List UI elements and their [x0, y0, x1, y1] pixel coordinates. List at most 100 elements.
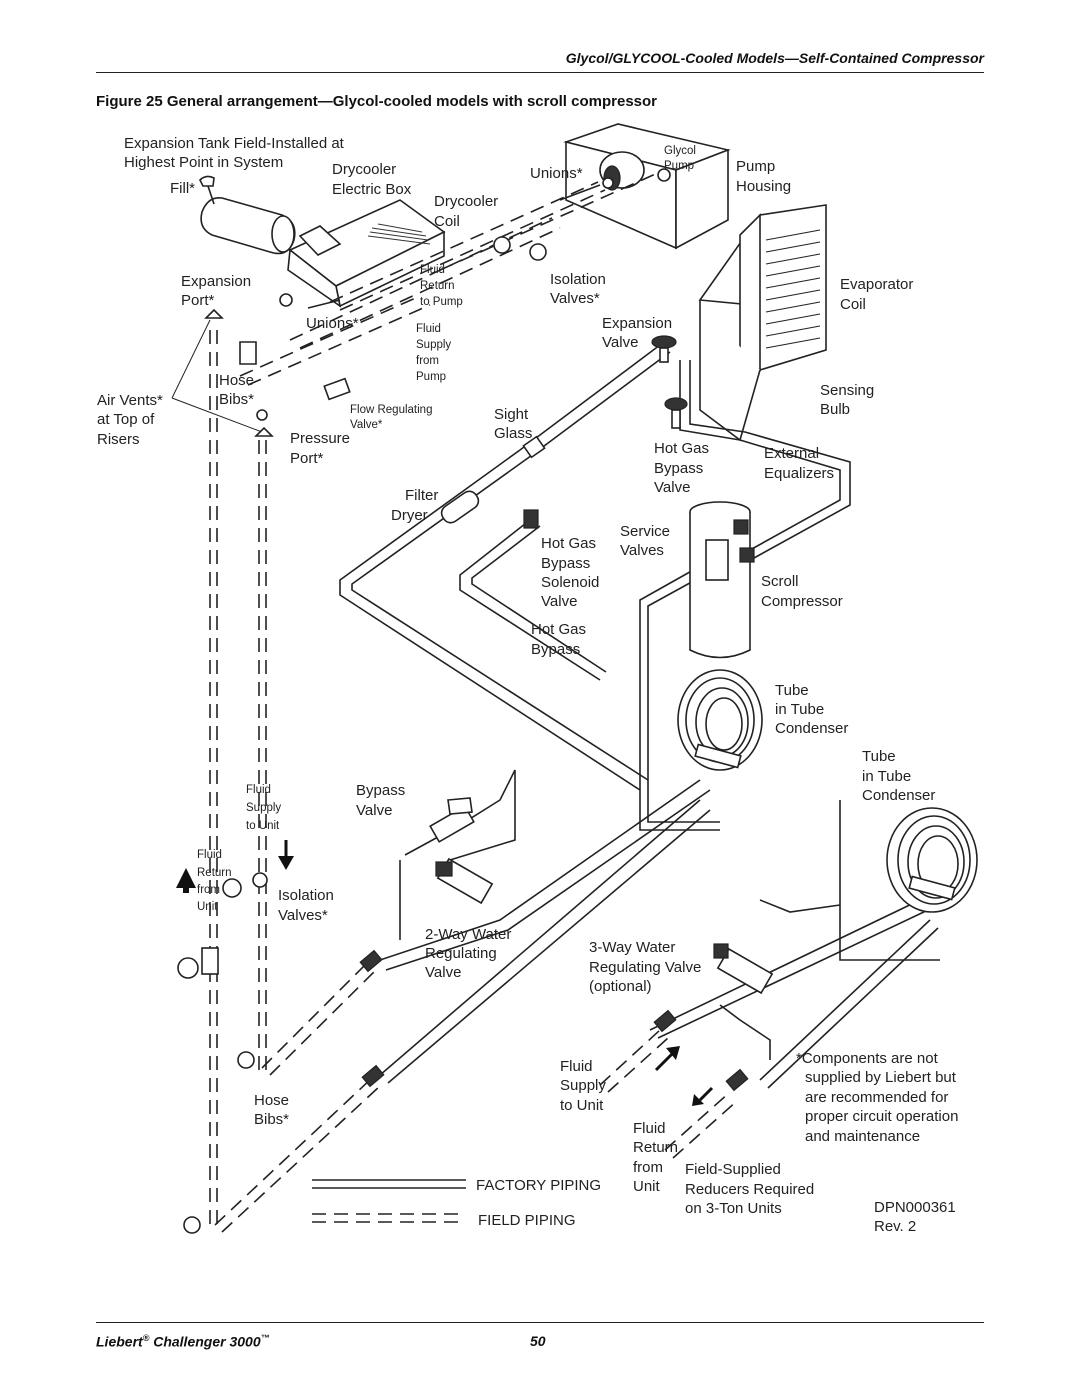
label-flow-reg-2: Valve*: [350, 419, 383, 431]
label-air-vents-3: Risers: [97, 431, 140, 448]
label-two-way-2: Regulating: [425, 945, 497, 962]
label-filter-dryer-2: Dryer: [391, 507, 428, 524]
label-drycooler-coil-1: Drycooler: [434, 193, 498, 210]
field-piping: [171, 171, 739, 1233]
label-unions-top: Unions*: [530, 165, 583, 182]
label-isolation-top-2: Valves*: [550, 290, 600, 307]
label-fluid-supply-unit-1: Fluid: [246, 784, 271, 796]
label-ext-eq-2: Equalizers: [764, 465, 834, 482]
label-pump-housing-2: Housing: [736, 178, 791, 195]
legend-field-label: FIELD PIPING: [478, 1212, 576, 1229]
label-drycooler-eb-1: Drycooler: [332, 161, 396, 178]
label-hgb-1: Hot Gas: [531, 621, 586, 638]
label-tit2-c: Condenser: [862, 787, 935, 804]
label-fluid-supply-pump-1: Fluid: [416, 323, 441, 335]
label-service-valves-1: Service: [620, 523, 670, 540]
label-fluid-supply-pump-2: Supply: [416, 339, 451, 351]
label-hose-bibs-low-1: Hose: [254, 1092, 289, 1109]
footer-rule: [96, 1322, 984, 1323]
label-bypass-valve-1: Bypass: [356, 782, 405, 799]
label-fluid-supply-pump-4: Pump: [416, 371, 446, 383]
figure-title: Figure 25 General arrangement—Glycol-coo…: [96, 93, 657, 110]
label-fluid-return-unit-4: Unit: [197, 901, 218, 913]
hot-gas-solenoid: [523, 509, 539, 529]
label-bypass-valve-2: Valve: [356, 802, 392, 819]
label-tit2-a: Tube: [862, 748, 896, 765]
label-fluid-supply-bot-3: to Unit: [560, 1097, 604, 1114]
label-fluid-return-pump-3: to Pump: [420, 296, 463, 308]
label-hgb-sol-1: Hot Gas: [541, 535, 596, 552]
label-glycol-pump-1: Glycol: [664, 145, 696, 157]
label-fluid-return-bot-2: Return: [633, 1139, 678, 1156]
label-isolation-low-1: Isolation: [278, 887, 334, 904]
evaporator-coil: [698, 204, 827, 442]
factory-piping: [339, 344, 940, 1089]
label-dpn-1: DPN000361: [874, 1199, 956, 1216]
label-unions-mid: Unions*: [306, 315, 359, 332]
label-isolation-low-2: Valves*: [278, 907, 328, 924]
label-exp-tank-1: Expansion Tank Field-Installed at: [124, 135, 345, 152]
label-hose-bibs-low-2: Bibs*: [254, 1111, 289, 1128]
label-field-supplied-3: on 3-Ton Units: [685, 1200, 782, 1217]
reducers: [359, 949, 749, 1092]
label-flow-reg-1: Flow Regulating: [350, 404, 432, 416]
footer-title: Liebert® Challenger 3000™: [96, 1333, 270, 1350]
label-hgb-valve-3: Valve: [654, 479, 690, 496]
sight-glass: [522, 435, 546, 459]
label-field-supplied-1: Field-Supplied: [685, 1161, 781, 1178]
label-fluid-return-bot-1: Fluid: [633, 1120, 666, 1137]
label-fluid-supply-bot-1: Fluid: [560, 1058, 593, 1075]
label-two-way-3: Valve: [425, 964, 461, 981]
label-tit2-b: in Tube: [862, 768, 911, 785]
label-sensing-bulb-1: Sensing: [820, 382, 874, 399]
label-fluid-return-unit-2: Return: [197, 867, 232, 879]
label-hgb-sol-4: Valve: [541, 593, 577, 610]
label-expansion-valve-2: Valve: [602, 334, 638, 351]
label-hgb-sol-3: Solenoid: [541, 574, 599, 591]
drycooler: [279, 199, 446, 309]
label-evaporator-1: Evaporator: [840, 276, 913, 293]
label-pump-housing-1: Pump: [736, 158, 775, 175]
label-pressure-port-2: Port*: [290, 450, 324, 467]
hose-bibs: [183, 341, 268, 1234]
bypass-valve: [429, 797, 475, 843]
diagram-labels: Expansion Tank Field-Installed at Highes…: [97, 135, 958, 1235]
label-scroll-1: Scroll: [761, 573, 799, 590]
label-tit1-b: in Tube: [775, 701, 824, 718]
label-tit1-c: Condenser: [775, 720, 848, 737]
label-tit1-a: Tube: [775, 682, 809, 699]
label-fluid-return-bot-3: from: [633, 1159, 663, 1176]
label-sensing-bulb-2: Bulb: [820, 401, 850, 418]
label-air-vents-2: at Top of: [97, 411, 155, 428]
label-filter-dryer-1: Filter: [405, 487, 438, 504]
label-two-way-1: 2-Way Water: [425, 926, 511, 943]
label-fluid-supply-unit-3: to Unit: [246, 820, 280, 832]
label-scroll-2: Compressor: [761, 593, 843, 610]
label-pressure-port-1: Pressure: [290, 430, 350, 447]
tube-condenser-2: [886, 807, 978, 913]
label-air-vents-1: Air Vents*: [97, 392, 163, 409]
page-number: 50: [530, 1333, 546, 1349]
hot-gas-bypass-valve: [664, 397, 688, 429]
label-hose-bibs-top-1: Hose: [219, 372, 254, 389]
label-components-5: and maintenance: [805, 1128, 920, 1145]
label-components-2: supplied by Liebert but: [805, 1069, 957, 1086]
label-sight-glass-1: Sight: [494, 406, 529, 423]
filter-dryer: [440, 490, 480, 524]
label-service-valves-2: Valves: [620, 542, 664, 559]
label-three-way-2: Regulating Valve: [589, 959, 701, 976]
legend: [312, 1179, 466, 1223]
label-three-way-1: 3-Way Water: [589, 939, 675, 956]
label-drycooler-eb-2: Electric Box: [332, 181, 412, 198]
pump-housing: [559, 123, 731, 250]
label-hgb-2: Bypass: [531, 641, 580, 658]
label-isolation-top-1: Isolation: [550, 271, 606, 288]
label-fluid-return-pump-1: Fluid: [420, 264, 445, 276]
label-glycol-pump-2: Pump: [664, 160, 694, 172]
air-vents: [204, 308, 274, 437]
label-fluid-return-unit-1: Fluid: [197, 849, 222, 861]
label-fluid-return-bot-4: Unit: [633, 1178, 661, 1195]
label-components-1: *Components are not: [796, 1050, 939, 1067]
label-hgb-valve-2: Bypass: [654, 460, 703, 477]
flow-arrows: [176, 840, 714, 1106]
